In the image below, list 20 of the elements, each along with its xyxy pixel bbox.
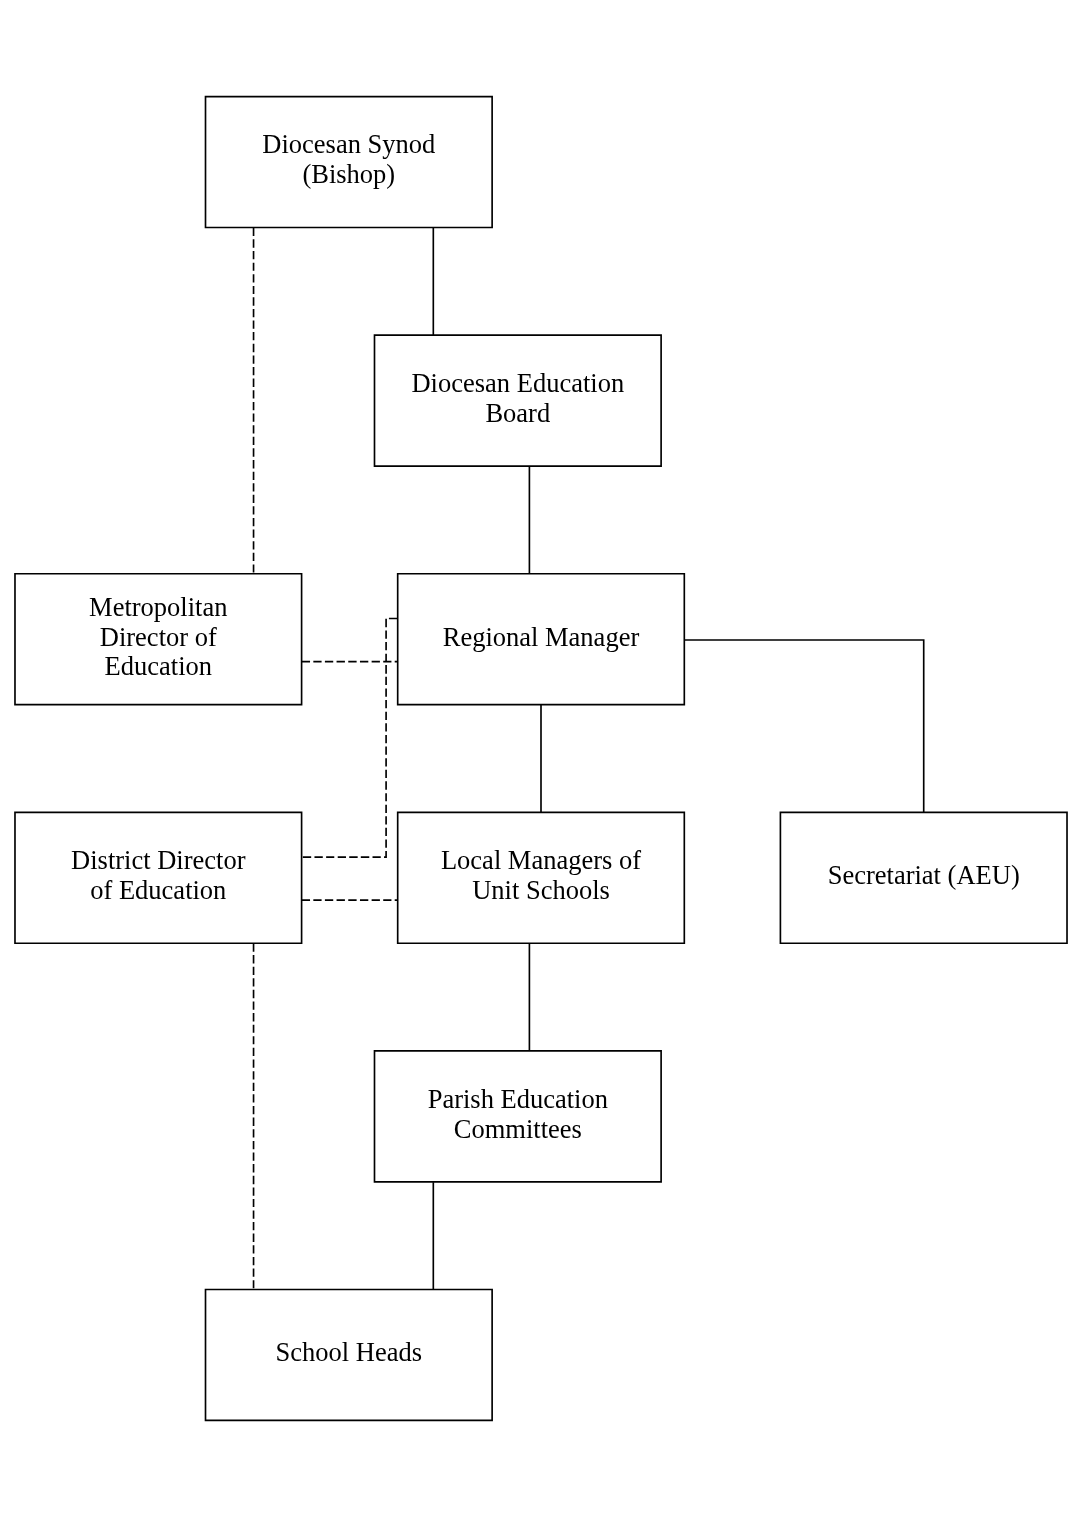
connector (528, 942, 531, 1052)
node-box: Metropolitan Director of Education (14, 572, 303, 706)
connector (432, 1181, 435, 1291)
connector (301, 899, 399, 901)
node-box: Diocesan Education Board (373, 334, 662, 467)
node-box: Diocesan Synod (Bishop) (204, 95, 493, 229)
node-box: District Director of Education (14, 811, 303, 945)
connector (301, 660, 399, 663)
connector (432, 227, 435, 336)
node-box: School Heads (204, 1288, 493, 1422)
connector (540, 704, 542, 813)
node-box: Local Managers of Unit Schools (396, 811, 686, 945)
connector (301, 617, 399, 858)
node-box: Secretariat (AEU) (779, 811, 1068, 945)
connector (683, 639, 925, 814)
connector (528, 465, 531, 575)
node-box: Parish Education Committees (373, 1050, 662, 1183)
connector (252, 227, 255, 575)
node-box: Regional Manager (396, 572, 686, 706)
connector (252, 942, 255, 1290)
